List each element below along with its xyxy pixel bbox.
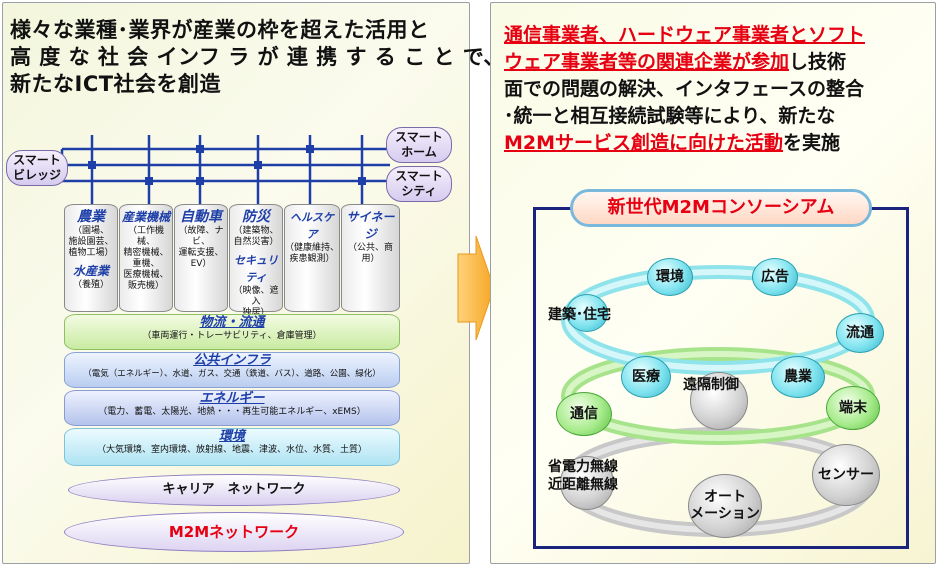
column-title: 防災	[242, 209, 270, 225]
column-sub: 精密機械、	[123, 248, 169, 258]
label-wireless-line: 省電力無線	[548, 459, 618, 475]
node-wireless-bubble	[560, 456, 614, 510]
node-sensor: センサー	[812, 444, 880, 506]
column-sub: 施設園芸、	[68, 237, 114, 247]
node-terminal: 端末	[826, 386, 880, 430]
right-heading-line-2: ウェア事業者等の関連企業が参加し技術	[504, 47, 846, 74]
right-heading-line-3: 面での問題の解決、インタフェースの整合	[504, 78, 865, 100]
consortium-title: 新世代M2Mコンソーシアム	[570, 189, 872, 227]
layer-title: エネルギー	[199, 391, 265, 406]
smart-home-pill: スマート ホーム	[386, 127, 452, 163]
column-sub: （健康維持、	[285, 243, 340, 253]
node-medical: 医療	[621, 356, 671, 398]
node-automation: オート メーション	[688, 474, 762, 538]
column-sub: 販売機）	[127, 281, 164, 291]
node-automation-line: オート	[704, 489, 746, 505]
layer-title: 環境	[218, 429, 245, 444]
layer-sub: （大気環境、室内環境、放射線、地震、津波、水位、水質、土質）	[96, 445, 367, 455]
column-sub: （公共、商用）	[347, 243, 393, 264]
column-title: サイネージ	[346, 210, 395, 241]
pill-text: ビレッジ	[12, 168, 61, 182]
column-sub: EV）	[190, 259, 212, 269]
heading-text: し技術	[789, 51, 847, 73]
column-sub: （工作機械、	[127, 226, 164, 247]
layer-sub: （電力、蓄電、太陽光、地熱・・・再生可能エネルギー、xEMS）	[98, 407, 366, 417]
layer-sub: （電気（エネルギー）、水道、ガス、交通（鉄道、バス）、道路、公園、緑化）	[83, 369, 381, 379]
highlight-text: M2Mサービス創造に向けた活動	[504, 132, 784, 154]
flow-arrow	[457, 235, 495, 341]
label-wireless-line: 近距離無線	[548, 477, 618, 493]
column-signage: サイネージ （公共、商用）	[341, 204, 400, 312]
left-heading-line-1: 様々な業種･業界が産業の枠を超えた活用と	[10, 18, 430, 42]
layer-logistics: 物流・流通 （車両運行・トレーサビリティ、倉庫管理）	[64, 314, 400, 350]
smart-village-pill: スマート ビレッジ	[6, 150, 68, 186]
column-sub: 医療機械、	[123, 270, 169, 280]
column-automobile: 自動車 （故障、ナビ、 運転支援、 EV）	[174, 204, 228, 312]
column-title: セキュリティ	[234, 254, 278, 284]
column-sub: （映像、遮入	[233, 286, 279, 307]
layer-environment: 環境 （大気環境、室内環境、放射線、地震、津波、水位、水質、土質）	[64, 428, 400, 466]
column-title: 農業	[77, 209, 105, 225]
column-sub: 自然災害）	[233, 237, 279, 247]
layer-title: 物流・流通	[199, 315, 265, 330]
layer-sub: （車両運行・トレーサビリティ、倉庫管理）	[142, 331, 322, 341]
left-heading-line-2: 高 度 な 社 会 インフ ラ が 連 携 す る こ と で、	[10, 45, 505, 69]
column-sub: 独居）	[242, 308, 270, 318]
node-distribution: 流通	[836, 313, 884, 353]
pill-text: スマート	[13, 153, 61, 167]
column-title: 水産業	[72, 264, 109, 278]
column-sub: 運転支援、	[178, 248, 224, 258]
highlight-text: 通信事業者、ハードウェア事業者とソフト	[504, 24, 866, 46]
node-automation-line: メーション	[690, 506, 760, 522]
right-heading-line-4: ･統一と相互接続試験等により、新たな	[504, 105, 836, 127]
right-heading-line-5: M2Mサービス創造に向けた活動を実施	[504, 128, 840, 155]
m2m-network: M2Mネットワーク	[64, 512, 404, 552]
layer-title: 公共インフラ	[193, 353, 271, 368]
pill-text: スマート	[395, 169, 443, 183]
column-title: ヘルスケア	[290, 211, 334, 241]
node-remote-control-bubble	[690, 372, 748, 430]
label-remote-control: 遠隔制御	[683, 377, 739, 393]
layer-public-infrastructure: 公共インフラ （電気（エネルギー）、水道、ガス、交通（鉄道、バス）、道路、公園、…	[64, 352, 400, 388]
column-sub: 重機、	[132, 259, 160, 269]
node-advertising: 広告	[752, 258, 798, 296]
smart-city-pill: スマート シティ	[386, 166, 452, 202]
column-sub: （建築物、	[233, 226, 279, 236]
carrier-network: キャリア ネットワーク	[68, 474, 400, 506]
right-heading-line-1: 通信事業者、ハードウェア事業者とソフト	[504, 20, 865, 47]
column-sub: （故障、ナビ、	[178, 226, 224, 247]
column-sub: （園場、	[72, 226, 109, 236]
node-construction-bubble	[566, 294, 608, 332]
column-title: 産業機械	[121, 210, 170, 224]
node-agriculture: 農業	[771, 356, 825, 398]
layer-energy: エネルギー （電力、蓄電、太陽光、地熱・・・再生可能エネルギー、xEMS）	[64, 390, 400, 426]
pill-text: スマート	[395, 130, 443, 144]
heading-text: を実施	[783, 132, 841, 154]
column-industrial-machinery: 産業機械 （工作機械、 精密機械、 重機、 医療機械、 販売機）	[119, 204, 173, 312]
node-environment: 環境	[647, 258, 693, 296]
column-agriculture: 農業 （園場、 施設園芸、 植物工場） 水産業 （養殖）	[64, 204, 118, 312]
pill-text: シティ	[401, 184, 437, 198]
pill-text: ホーム	[401, 145, 437, 159]
column-healthcare: ヘルスケア （健康維持、 疾患観測）	[284, 204, 340, 312]
node-communication: 通信	[556, 392, 612, 436]
column-sub: （養殖）	[72, 280, 109, 290]
column-sub: 疾患観測）	[289, 254, 335, 264]
left-heading-line-3: 新たなICT社会を創造	[10, 72, 222, 96]
label-construction: 建築･住宅	[548, 307, 611, 323]
highlight-text: ウェア事業者等の関連企業が参加	[504, 51, 790, 73]
column-sub: 植物工場）	[68, 248, 114, 258]
label-wireless: 省電力無線 近距離無線	[548, 458, 618, 494]
column-disaster-security: 防災 （建築物、 自然災害） セキュリティ （映像、遮入 独居）	[229, 204, 283, 318]
column-title: 自動車	[180, 209, 222, 225]
